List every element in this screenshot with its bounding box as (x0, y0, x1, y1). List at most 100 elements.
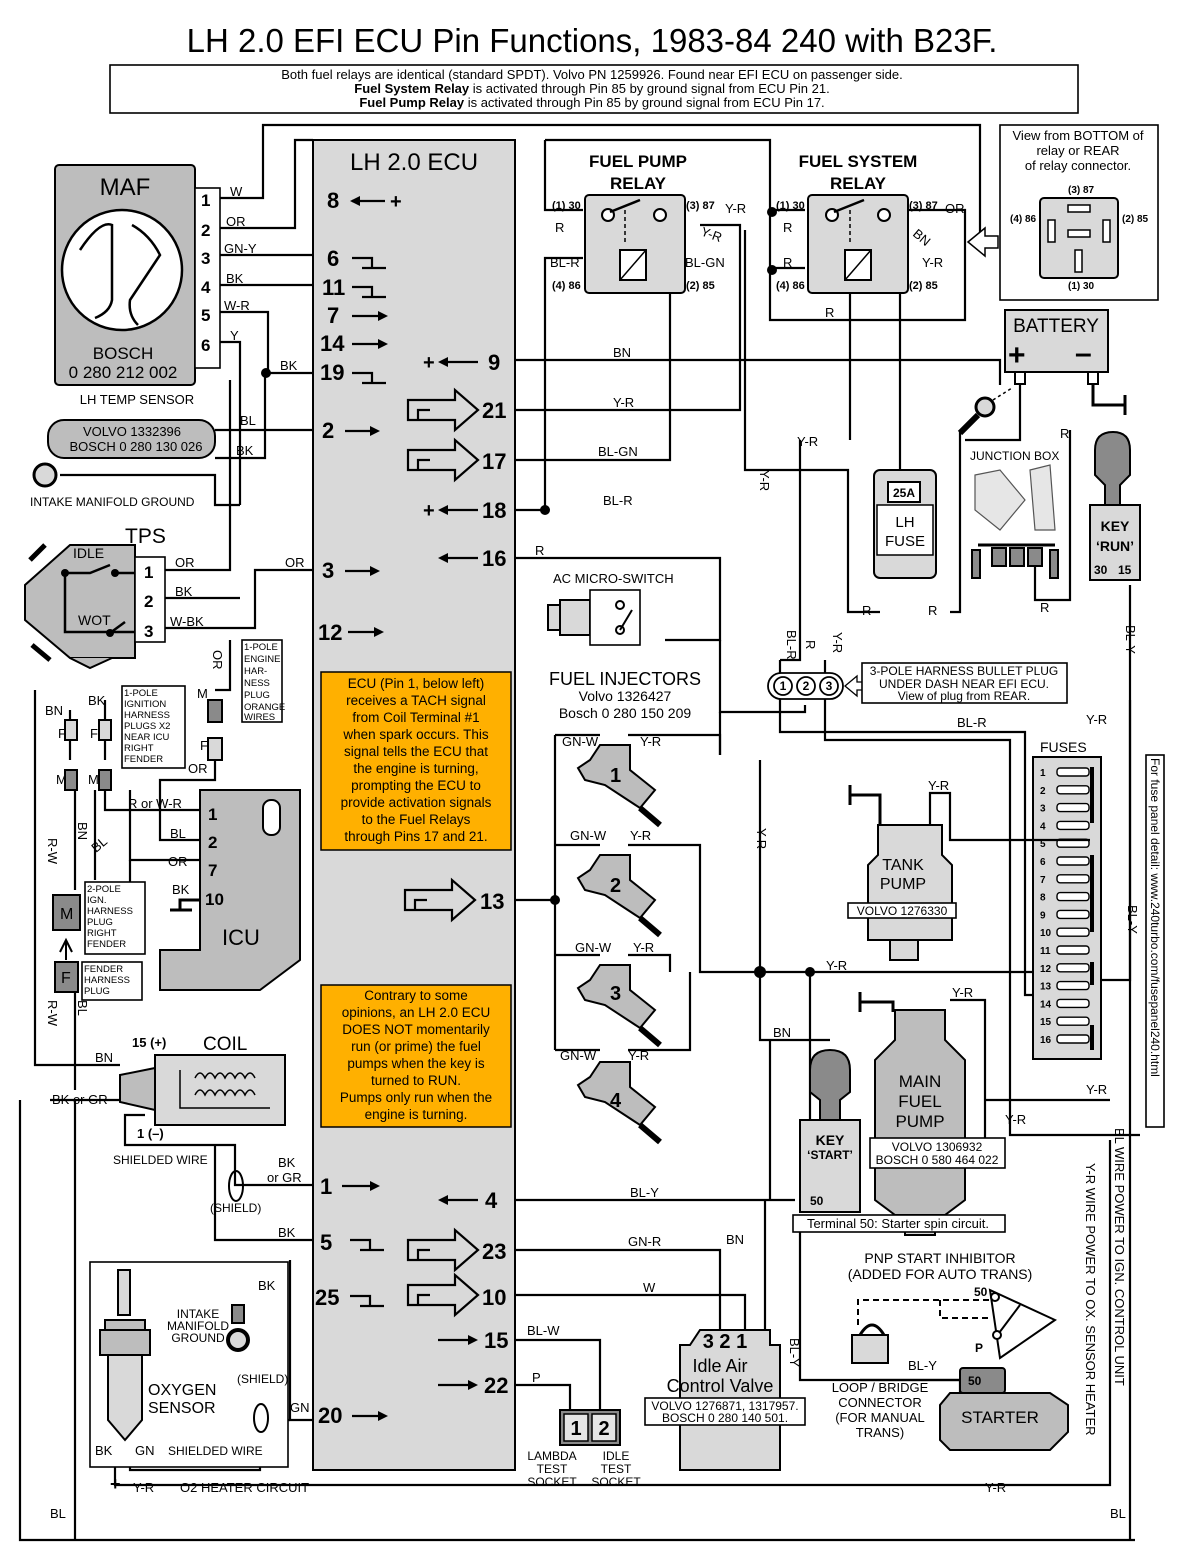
ecu-pin-9-plus: + (423, 352, 435, 374)
tach-note-text: ECU (Pin 1, below left) receives a TACH … (341, 676, 492, 844)
loop-bridge-line: TRANS) (856, 1425, 904, 1440)
ecu-pin-17: 17 (482, 449, 506, 474)
plug-f-label: F (58, 726, 66, 741)
main-pump-bosch: BOSCH 0 580 464 022 (876, 1153, 999, 1167)
wire-label: BN (910, 226, 933, 249)
tach-note-line: signal tells the ECU that (344, 744, 488, 759)
tank-pump-title2: PUMP (880, 876, 926, 893)
icu-title: ICU (222, 925, 260, 950)
plug-note-line: HARNESS (87, 906, 133, 917)
lh-fuse-rating: 25A (893, 486, 915, 500)
socket-number: 2 (598, 1418, 609, 1440)
fuse-number: 14 (1040, 999, 1052, 1010)
tps-wire-color: BK (175, 584, 193, 599)
iac-pins: 3 2 1 (703, 1331, 747, 1353)
ecu-pin-12: 12 (318, 620, 342, 645)
ecu-pin-11: 11 (322, 275, 345, 300)
tank-pump-part: VOLVO 1276330 (857, 904, 948, 918)
wire-label: BL-R (957, 715, 987, 730)
plug-note-line: IGNITION (124, 699, 166, 710)
idle-socket-line: SOCKET (591, 1475, 641, 1489)
tach-note-line: to the Fuel Relays (362, 812, 471, 827)
maf-pin: 3 (201, 249, 210, 268)
wire-label: BL (170, 826, 186, 841)
icu-pin: 10 (205, 890, 224, 909)
o2-heater-plus: + (110, 1474, 121, 1494)
plug-note-line: WIRES (244, 712, 275, 723)
ecu-pin-23: 23 (482, 1239, 506, 1264)
view-pin: (2) 85 (1122, 214, 1149, 225)
fuse-number: 1 (1040, 768, 1046, 779)
wire-label: BL-W (527, 1323, 560, 1338)
bullet-plug: 1 2 3 3-POLE HARNESS BULLET PLUG UNDER D… (767, 662, 1068, 704)
prime-note-line: opinions, an LH 2.0 ECU (342, 1005, 491, 1020)
o2-shield: (SHIELD) (237, 1372, 288, 1386)
plug-note-line: 2-POLE (87, 884, 121, 895)
key-start-t50: 50 (810, 1194, 824, 1208)
relay-note-line2-bold: Fuel System Relay (354, 81, 470, 96)
loop-bridge-line: LOOP / BRIDGE (832, 1380, 929, 1395)
oxygen-title1: OXYGEN (148, 1382, 216, 1399)
tach-note-line: through Pins 17 and 21. (344, 829, 487, 844)
wire-label: Y-R (826, 958, 847, 973)
side-notes: For fuse panel detail: www.240turbo.com/… (1083, 754, 1165, 1436)
fuse-slot (1056, 945, 1090, 955)
fuse-slot (1056, 820, 1090, 831)
plug-note-line: NEAR ICU (124, 732, 170, 743)
wire-label: BL (50, 1506, 66, 1521)
tach-note-line: provide activation signals (341, 795, 492, 810)
fuel-injectors: FUEL INJECTORS Volvo 1326427 Bosch 0 280… (549, 669, 701, 1145)
relay-note-line3: Fuel Pump Relay is activated through Pin… (359, 95, 824, 110)
wire-label: BN (95, 1050, 113, 1065)
maf-sensor: MAF BOSCH 0 280 212 002 1 2 3 4 5 6 W OR… (54, 164, 298, 386)
ecu-right-wire-labels: BN Y-R BL-GN BL-R R Y-R Y-R Y-R BL-R R Y… (527, 345, 1140, 1385)
battery-plus: + (1008, 339, 1026, 372)
ecu-pin-3: 3 (322, 558, 334, 583)
prime-note-line: engine is turning. (365, 1107, 468, 1122)
icu-pin: 2 (208, 833, 217, 852)
tach-note-box (320, 671, 512, 851)
oxygen-sensor: OXYGEN SENSOR INTAKE MANIFOLD GROUND BK … (50, 1261, 1126, 1521)
coil-plus-terminal: 15 (+) (132, 1035, 166, 1050)
ecu-pin-7: 7 (327, 303, 339, 328)
injectors-volvo: Volvo 1326427 (579, 688, 672, 704)
view-box-line: of relay connector. (1025, 158, 1131, 173)
wire-label: Y-R (830, 632, 845, 653)
maf-wire-color: W (230, 184, 243, 199)
main-pump-volvo: VOLVO 1306932 (892, 1140, 983, 1154)
plug-m-label: M (56, 772, 67, 787)
wire-label: GN (290, 1400, 310, 1415)
tach-note-line: from Coil Terminal #1 (352, 710, 479, 725)
ecu-pin-15: 15 (484, 1328, 508, 1353)
injector-number: 2 (610, 875, 621, 897)
temp-sensor-bosch: BOSCH 0 280 130 026 (70, 439, 203, 454)
wire-label: GN-W (570, 828, 607, 843)
injector-2: 2 (576, 854, 662, 938)
fuse-number: 5 (1040, 839, 1046, 850)
fuse-slot (1056, 767, 1090, 777)
idle-socket-line: IDLE (603, 1449, 630, 1463)
injectors-bosch: Bosch 0 280 150 209 (559, 705, 692, 721)
wire-label: BK (278, 1155, 296, 1170)
wire-label: GN-W (562, 734, 599, 749)
plug-note-line: FENDER (84, 964, 123, 975)
pump-relay-title1: FUEL PUMP (589, 152, 687, 171)
fuel-system-relay: FUEL SYSTEM RELAY (1) 30 (3) 87 (4) 86 (… (767, 152, 965, 320)
plug-note-line: 1-POLE (124, 688, 158, 699)
pump-relay-pin: (2) 85 (686, 280, 715, 292)
ecu-module: LH 2.0 ECU 8 + 6 11 7 14 19 2 3 12 + 9 2… (312, 139, 516, 1471)
wire-label: R (783, 220, 792, 235)
plug-note-line: RIGHT (87, 928, 117, 939)
o2-heater-circuit: O2 HEATER CIRCUIT (180, 1480, 309, 1495)
wire-label: or GR (267, 1170, 302, 1185)
wire-label: BL-Y (1125, 905, 1140, 934)
tps-wire-color: OR (175, 555, 195, 570)
system-relay-title1: FUEL SYSTEM (799, 152, 918, 171)
ignition-harness: 1-POLE ENGINE HAR- NESS PLUG ORANGE WIRE… (45, 639, 301, 1027)
ecu-pin-25: 25 (315, 1285, 339, 1310)
ecu-pin-21: 21 (482, 398, 506, 423)
bullet-plug-line: View of plug from REAR. (898, 689, 1031, 703)
coil-shield: (SHIELD) (210, 1201, 261, 1215)
ecu-pin-22: 22 (484, 1373, 508, 1398)
plug-m-label: M (197, 686, 208, 701)
